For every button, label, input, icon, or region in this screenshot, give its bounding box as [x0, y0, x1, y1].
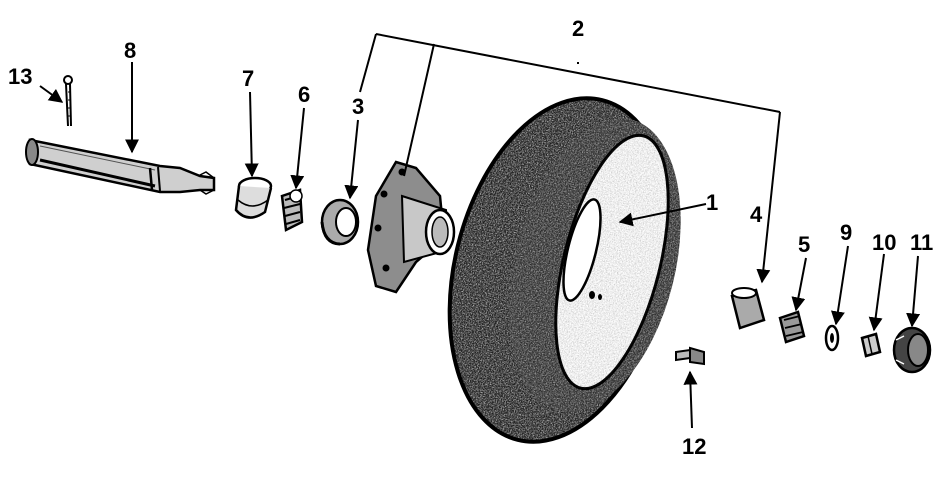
- cotter-pin: [63, 75, 73, 127]
- callout-7: 7: [242, 66, 254, 91]
- seal-ring: [234, 176, 273, 219]
- outer-bearing-cup: [730, 287, 766, 330]
- tire-wheel: [447, 96, 681, 444]
- callout-10: 10: [872, 230, 896, 255]
- inner-bearing-cup: [320, 198, 360, 246]
- callout-1: 1: [706, 190, 718, 215]
- callout-2: 2: [572, 16, 584, 41]
- spindle-nut: [860, 332, 882, 358]
- callout-5: 5: [798, 232, 810, 257]
- outer-bearing-cone: [778, 310, 806, 344]
- axle-shaft: [25, 138, 216, 195]
- callout-13: 13: [8, 64, 32, 89]
- callout-labels: 1 2 3 4 5 6 7 8 9 10 11 12 13: [8, 16, 933, 459]
- callout-12: 12: [682, 434, 706, 459]
- callout-8: 8: [124, 38, 136, 63]
- washer: [824, 324, 840, 352]
- leader-lines: [39, 33, 921, 429]
- inner-bearing-cone: [280, 188, 304, 232]
- callout-11: 11: [910, 230, 933, 255]
- lug-bolt: [675, 346, 705, 366]
- callout-4: 4: [750, 202, 763, 227]
- wheel-hub: [366, 160, 456, 294]
- callout-3: 3: [352, 94, 364, 119]
- callout-9: 9: [840, 220, 852, 245]
- hub-cap: [892, 326, 932, 374]
- callout-6: 6: [298, 82, 310, 107]
